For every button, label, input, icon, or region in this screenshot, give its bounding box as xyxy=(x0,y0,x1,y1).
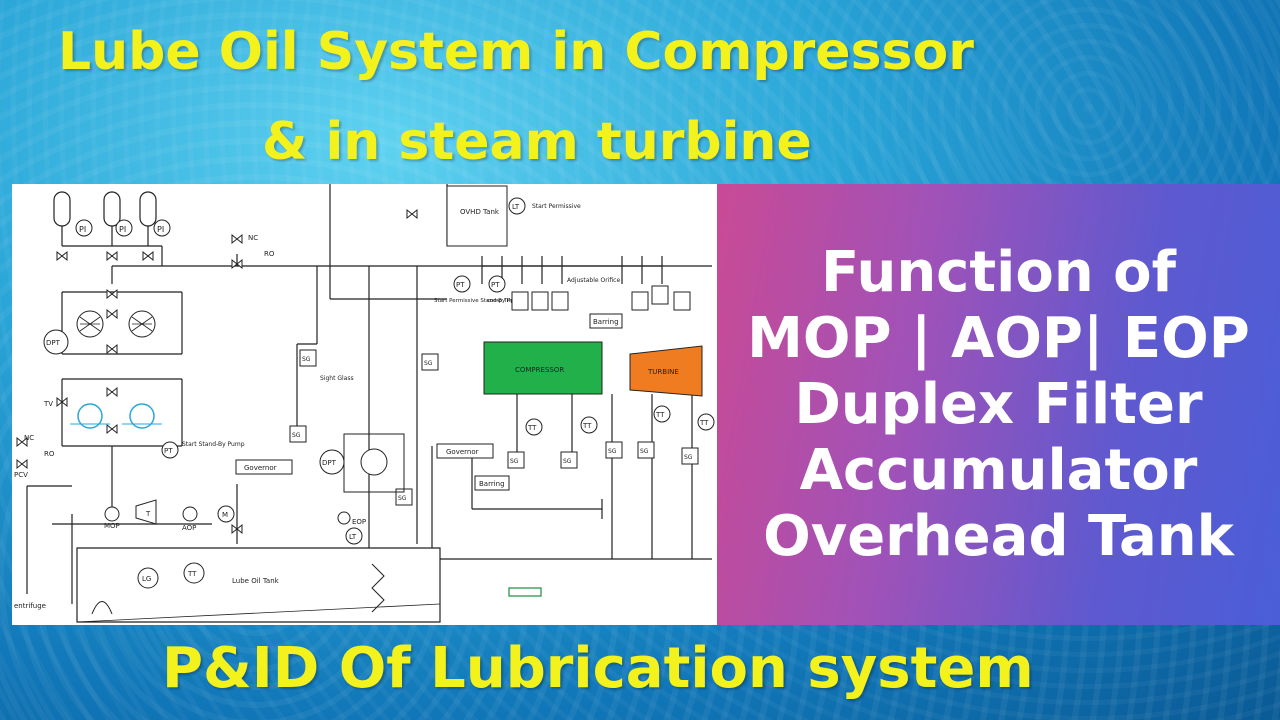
tank-suction-icon xyxy=(91,601,113,615)
ro-label-left: RO xyxy=(44,450,55,458)
center-filter-housing xyxy=(343,433,405,493)
sg-label-2: SG xyxy=(292,432,301,439)
sight-glass-label: Sight Glass xyxy=(320,375,354,382)
aop-pump-icon xyxy=(182,506,198,522)
lg-label: LG xyxy=(142,575,151,583)
pt-label-standby: PT xyxy=(164,447,173,455)
pt-label-1: PT xyxy=(456,281,465,289)
tv-label: TV xyxy=(43,400,53,408)
sg-label-1: SG xyxy=(302,356,311,363)
valves xyxy=(16,209,418,534)
barring-label-bottom: Barring xyxy=(479,480,505,488)
ovhd-tank xyxy=(446,185,508,247)
barring-box-bottom xyxy=(474,475,510,491)
title-line-1: Lube Oil System in Compressor xyxy=(58,22,974,82)
lt-label-bottom: LT xyxy=(349,533,357,541)
pi-label-2: PI xyxy=(119,225,126,234)
nc-label-left: NC xyxy=(24,434,34,442)
lt-instrument-bottom xyxy=(345,527,363,545)
tt-label-4: TT xyxy=(699,419,709,427)
turbine-label: TURBINE xyxy=(647,368,679,376)
centrifuge-label: entrifuge xyxy=(14,602,46,610)
duplex-filter-top xyxy=(76,310,156,338)
lube-oil-tank-label: Lube Oil Tank xyxy=(232,577,280,585)
lt-label-top: LT xyxy=(512,203,520,211)
sg-label-7: SG xyxy=(608,448,617,455)
sg-label-5: SG xyxy=(510,458,519,465)
lt-instrument-top xyxy=(508,197,526,215)
start-permissive-standby-label: Start Permissive Stand-By Pump xyxy=(434,298,523,304)
barring-label-top: Barring xyxy=(593,318,619,326)
tt-label-3: TT xyxy=(655,411,665,419)
footer-title: P&ID Of Lubrication system xyxy=(162,636,1034,701)
mop-turbine-icon xyxy=(135,499,157,525)
ovhd-tank-label: OVHD Tank xyxy=(460,208,500,216)
eop-pump-icon xyxy=(337,511,351,525)
function-line-4: Accumulator xyxy=(799,437,1198,503)
function-line-5: Overhead Tank xyxy=(763,503,1234,569)
nc-label-top: NC xyxy=(248,234,258,242)
pid-diagram: PI PI PI xyxy=(14,184,715,623)
function-line-2: MOP | AOP| EOP xyxy=(747,305,1250,371)
pcv-label: PCV xyxy=(14,471,28,479)
sg-label-9: SG xyxy=(684,454,693,461)
governor-label-left: Governor xyxy=(244,464,277,472)
dpt-label-center: DPT xyxy=(322,459,337,467)
pt-label-2: PT xyxy=(491,281,500,289)
oil-cooler xyxy=(70,403,162,429)
pi-label-1: PI xyxy=(79,225,86,234)
lube-oil-tank xyxy=(76,547,441,623)
tt-label-2: TT xyxy=(582,422,592,430)
turbine-block xyxy=(629,345,703,397)
pt-instrument-1 xyxy=(453,275,471,293)
orifice-boxes xyxy=(511,285,691,311)
tt-instruments: TT TT TT TT xyxy=(525,405,715,436)
compressor-block xyxy=(483,341,603,395)
governor-box-left xyxy=(235,459,293,475)
aop-motor-icon xyxy=(217,505,235,523)
function-line-3: Duplex Filter xyxy=(794,371,1203,437)
pid-diagram-panel: PI PI PI xyxy=(12,184,717,625)
dpt-label-left: DPT xyxy=(46,339,61,347)
sg-label-3: SG xyxy=(424,360,433,367)
sg-label-8: SG xyxy=(640,448,649,455)
sg-label-4: SG xyxy=(398,495,407,502)
pi-gauges: PI PI PI xyxy=(75,219,171,237)
tt-instrument-tank xyxy=(183,562,205,584)
tank-heater-icon xyxy=(371,563,385,613)
mop-pump-icon xyxy=(104,506,120,522)
drain-indicator xyxy=(508,587,542,597)
tt-label-1: TT xyxy=(527,424,537,432)
barring-box-top xyxy=(589,313,623,329)
aop-label: AOP xyxy=(182,524,196,532)
start-permissive-label: Start Permissive xyxy=(532,203,581,210)
sg-label-6: SG xyxy=(563,458,572,465)
eop-label: EOP xyxy=(352,518,366,526)
governor-label-right: Governor xyxy=(446,448,479,456)
accumulator-vessels xyxy=(53,191,163,266)
header-piping xyxy=(26,184,712,604)
function-line-1: Function of xyxy=(820,239,1177,305)
start-standby-pump-label: Start Stand-By Pump xyxy=(182,441,245,448)
mop-label: MOP xyxy=(104,522,120,530)
ro-label-top: RO xyxy=(264,250,275,258)
dpt-instrument-left xyxy=(43,329,69,355)
aop-motor-label: M xyxy=(222,511,228,519)
tt-label-tank: TT xyxy=(187,570,197,578)
pi-label-3: PI xyxy=(157,225,164,234)
comp-trip-eop-label: comp Trip EOP xyxy=(487,298,527,304)
center-filter xyxy=(360,448,388,476)
governor-box-right xyxy=(436,443,494,459)
mop-turbine-label: T xyxy=(145,510,151,518)
pt-instrument-2 xyxy=(488,275,506,293)
pt-instrument-standby xyxy=(161,441,179,459)
compressor-label: COMPRESSOR xyxy=(515,366,564,374)
sight-glasses xyxy=(289,349,699,506)
lg-instrument xyxy=(137,567,159,589)
title-line-2: & in steam turbine xyxy=(262,112,812,172)
function-panel: Function of MOP | AOP| EOP Duplex Filter… xyxy=(717,184,1280,625)
adjustable-orifice-label: Adjustable Orifice xyxy=(567,277,620,284)
